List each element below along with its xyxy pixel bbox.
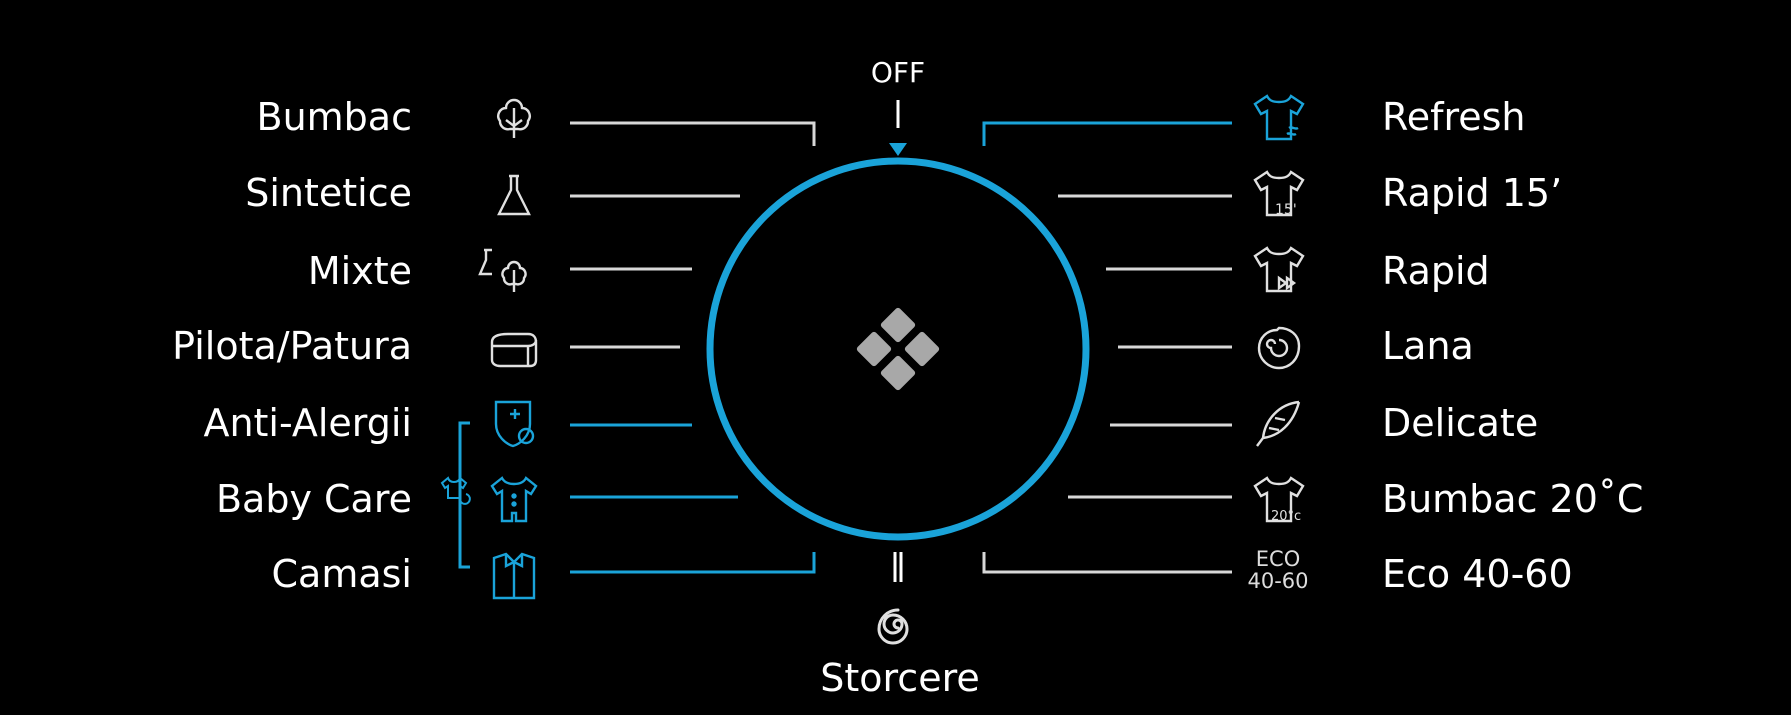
tshirt-15-icon: 15' [1249, 164, 1309, 224]
flask-icon [484, 164, 544, 224]
connector-eco [982, 552, 1232, 574]
eco-icon-line2: 40-60 [1247, 569, 1309, 593]
program-lana[interactable]: Lana [1382, 324, 1474, 368]
tshirt-15-icon-text: 15' [1275, 202, 1297, 218]
mixed-icon [476, 240, 536, 300]
baby-onesie-icon [484, 470, 544, 530]
cotton-icon [484, 88, 544, 148]
connector-camasi [570, 552, 816, 574]
program-sintetice[interactable]: Sintetice [245, 171, 412, 215]
program-anti-alergii[interactable]: Anti-Alergii [203, 401, 412, 445]
tshirt-fast-icon [1249, 240, 1309, 300]
connector-bumbac [570, 121, 816, 146]
refresh-tshirt-icon [1249, 88, 1309, 148]
dial-ring [706, 157, 1090, 541]
program-camasi[interactable]: Camasi [271, 552, 412, 596]
spin-label[interactable]: Storcere [820, 656, 980, 700]
wool-icon [1249, 318, 1309, 378]
program-rapid[interactable]: Rapid [1382, 249, 1490, 293]
anti-allergy-icon [484, 394, 544, 454]
program-baby-care[interactable]: Baby Care [215, 477, 412, 521]
program-eco-40-60[interactable]: Eco 40-60 [1382, 552, 1573, 596]
program-mixte[interactable]: Mixte [307, 249, 412, 293]
off-label: OFF [870, 56, 926, 89]
duvet-icon [484, 318, 544, 378]
center-diamond-icon [856, 307, 940, 391]
baby-care-small-icon [438, 470, 478, 510]
tshirt-20c-icon: 20°c [1249, 470, 1309, 530]
tshirt-20c-icon-text: 20°c [1271, 509, 1301, 524]
program-rapid-15[interactable]: Rapid 15’ [1382, 171, 1563, 215]
program-delicate[interactable]: Delicate [1382, 401, 1539, 445]
dial-pointer [889, 143, 907, 156]
eco-icon: ECO 40-60 [1241, 548, 1315, 592]
eco-icon-line1: ECO [1255, 547, 1301, 571]
program-bumbac[interactable]: Bumbac [256, 95, 412, 139]
feather-icon [1249, 394, 1309, 454]
spin-spiral-icon [877, 608, 909, 645]
program-refresh[interactable]: Refresh [1382, 95, 1526, 139]
program-bumbac-20c[interactable]: Bumbac 20˚C [1382, 477, 1644, 521]
shirt-icon [484, 546, 544, 606]
connector-refresh [982, 121, 1232, 146]
program-pilota-patura[interactable]: Pilota/Patura [172, 324, 412, 368]
